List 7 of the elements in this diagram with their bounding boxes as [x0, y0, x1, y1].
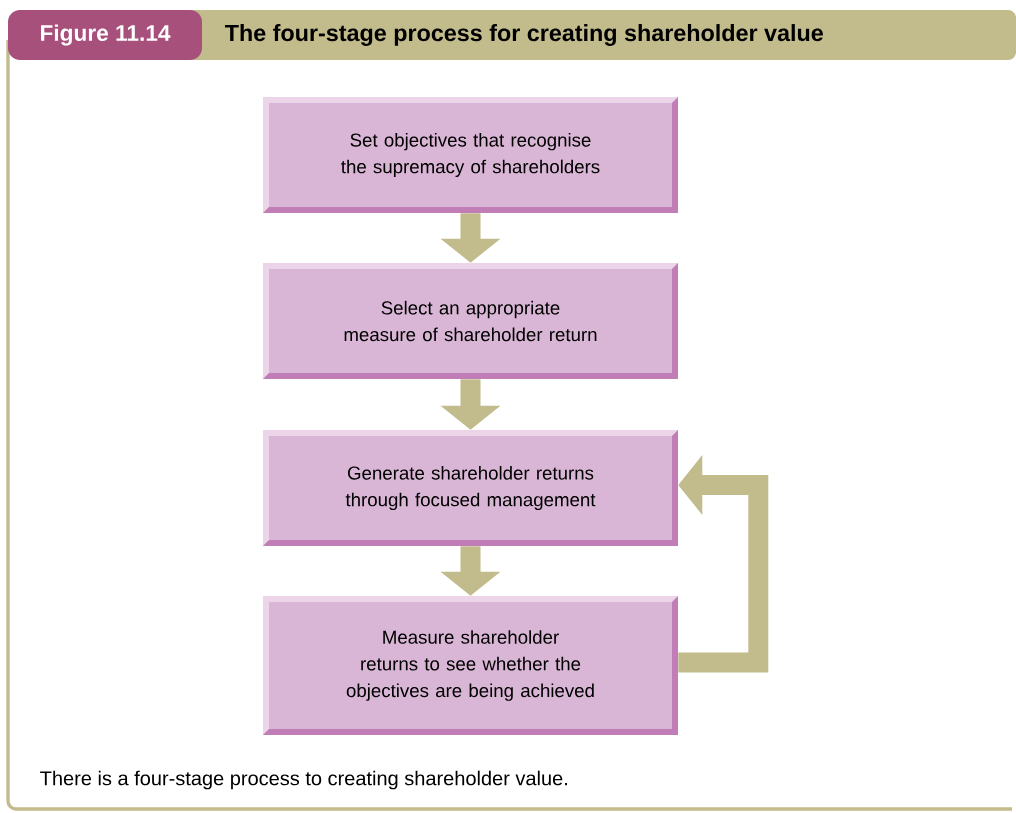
- title: The four-stage process for creating shareholder value: [225, 24, 823, 46]
- figure-tab: Figure 11.14: [8, 10, 202, 60]
- process-box: Set objectives that recognise the supremacy of shareholders: [263, 97, 678, 213]
- caption: There is a four-stage process to creating shareholder value.: [40, 770, 567, 790]
- process-box: Measure shareholder returns to see whether the objectives are being achieved: [263, 596, 678, 735]
- process-box: Generate shareholder returns through focused management: [263, 430, 678, 546]
- process-box: Select an appropriate measure of shareholder return: [263, 263, 678, 379]
